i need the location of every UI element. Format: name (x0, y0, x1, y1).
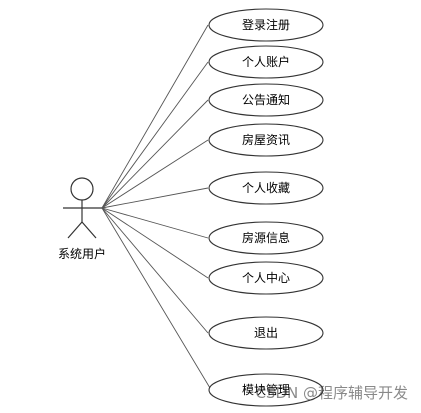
association-lines (101, 24, 211, 389)
use-case-ellipse (208, 373, 324, 407)
use-case-ellipse (208, 123, 324, 157)
association-line-profile (101, 207, 209, 279)
use-case-label: 模块管理 (242, 382, 290, 397)
use-case-favorites: 个人收藏 (208, 171, 324, 205)
association-line-listings (101, 207, 209, 239)
use-case-ellipse (208, 83, 324, 117)
use-case-logout: 退出 (208, 316, 324, 350)
use-case-ellipse (208, 8, 324, 42)
use-case-label: 个人中心 (242, 270, 290, 285)
use-case-ellipse (208, 316, 324, 350)
use-case-label: 房屋资讯 (242, 132, 290, 147)
association-line-login (101, 24, 209, 209)
use-case-label: 退出 (254, 326, 278, 340)
use-case-profile: 个人中心 (208, 261, 324, 295)
use-case-label: 个人收藏 (242, 181, 290, 195)
use-case-login: 登录注册 (208, 8, 324, 42)
association-line-notice (101, 99, 209, 209)
use-case-notice: 公告通知 (208, 83, 324, 117)
use-case-label: 公告通知 (242, 93, 290, 107)
association-line-module (101, 207, 211, 389)
use-case-listings: 房源信息 (208, 221, 324, 255)
use-case-ellipse (208, 261, 324, 295)
association-line-logout (101, 207, 209, 334)
actor-left-leg (67, 221, 83, 239)
use-case-housing-info: 房屋资讯 (208, 123, 324, 157)
actor-label: 系统用户 (58, 246, 106, 261)
association-line-housing-info (101, 139, 209, 209)
use-cases: 登录注册 个人账户 公告通知 房屋资讯 个人收藏 房源信息 个人中心 退出 (208, 8, 324, 407)
association-line-favorites (101, 187, 209, 209)
use-case-account: 个人账户 (208, 45, 324, 79)
use-case-ellipse (208, 45, 324, 79)
use-case-module-management: 模块管理 (208, 373, 324, 407)
watermark-text: CSDN @程序辅导开发 (255, 384, 408, 402)
actor-system-user: 系统用户 (58, 177, 106, 261)
actor-right-leg (81, 221, 97, 239)
actor-head (70, 177, 94, 201)
use-case-label: 房源信息 (242, 230, 290, 245)
use-case-ellipse (208, 221, 324, 255)
association-line-account (101, 61, 209, 209)
use-case-label: 个人账户 (242, 54, 290, 69)
use-case-ellipse (208, 171, 324, 205)
use-case-label: 登录注册 (242, 17, 290, 32)
